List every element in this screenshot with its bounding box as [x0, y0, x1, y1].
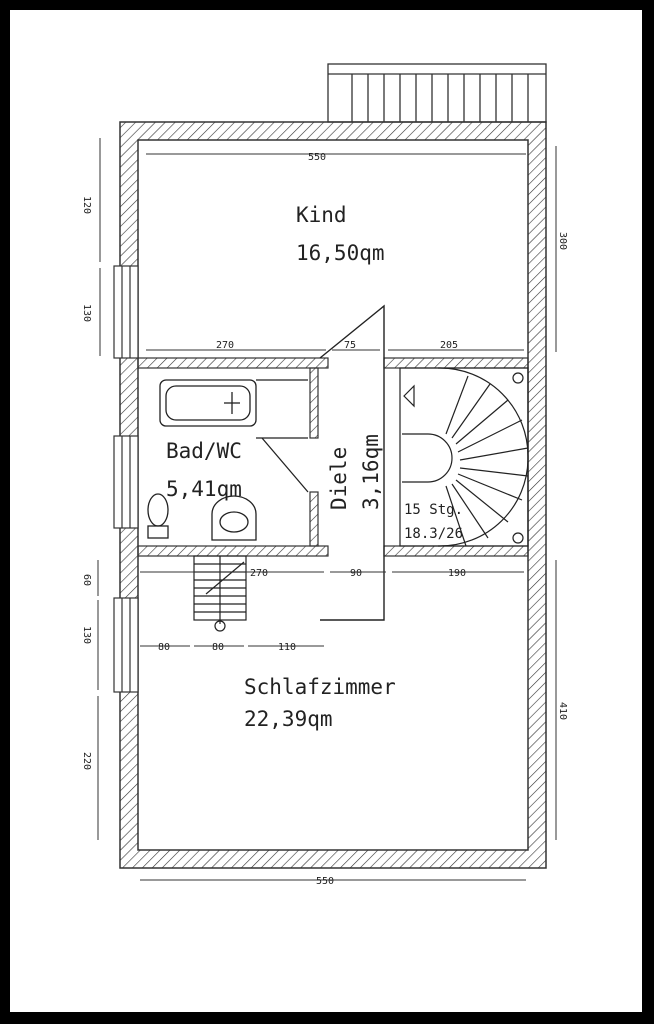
balcony-railing: [327, 63, 547, 123]
dim-left-60: 60: [81, 574, 92, 586]
dim-kind-height: 300: [557, 232, 568, 250]
dimension-lines: [97, 138, 557, 881]
window-left-schlaf: [113, 597, 139, 693]
dim-left-130-upper: 130: [81, 304, 92, 322]
diele-door-outline: [319, 304, 385, 621]
dim-left-120: 120: [81, 196, 92, 214]
dim-low-center: 90: [350, 568, 362, 579]
room-name-bad: Bad/WC: [166, 439, 242, 463]
attic-ladder-stair: [193, 555, 247, 632]
room-area-diele: 3,16qm: [359, 434, 383, 510]
dim-low-right: 190: [448, 568, 466, 579]
dim-bottom-width: 550: [316, 876, 334, 887]
dim-mid-center: 75: [344, 340, 356, 351]
spiral-staircase: [399, 367, 529, 547]
room-name-diele: Diele: [327, 447, 351, 510]
window-left-bad: [113, 435, 139, 529]
dim-right-410: 410: [557, 702, 568, 720]
dim-left-220: 220: [81, 752, 92, 770]
toilet-icon: [147, 493, 169, 539]
room-area-bad: 5,41qm: [166, 477, 242, 501]
bathtub-icon: [159, 379, 309, 493]
dim-left-130-lower: 130: [81, 626, 92, 644]
dim-seg-80a: 80: [158, 642, 170, 653]
dim-top-width: 550: [308, 152, 326, 163]
dim-seg-110: 110: [278, 642, 296, 653]
dim-low-left: 270: [250, 568, 268, 579]
stair-ratio-label: 18.3/26: [404, 526, 463, 542]
room-area-schlafzimmer: 22,39qm: [244, 707, 333, 731]
room-name-kind: Kind: [296, 203, 347, 227]
room-name-schlafzimmer: Schlafzimmer: [244, 675, 396, 699]
window-left-kind: [113, 265, 139, 359]
dim-mid-left: 270: [216, 340, 234, 351]
stair-steps-label: 15 Stg.: [404, 502, 463, 518]
dim-seg-80b: 80: [212, 642, 224, 653]
dim-mid-right: 205: [440, 340, 458, 351]
room-area-kind: 16,50qm: [296, 241, 385, 265]
washbasin-icon: [211, 495, 257, 541]
